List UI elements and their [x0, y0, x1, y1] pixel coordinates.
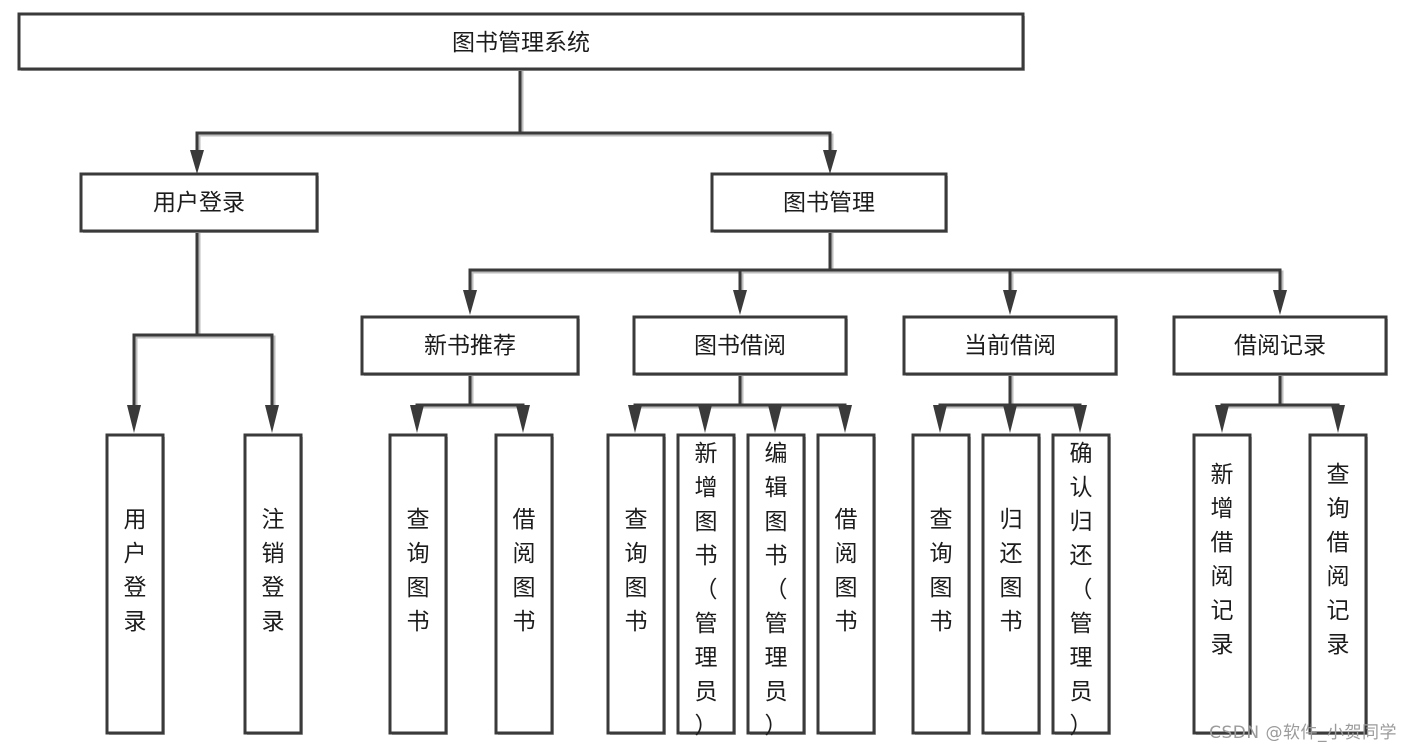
node-leaf-add-book[interactable]: 新增图书（管理员）: [676, 433, 736, 739]
node-label-leaf-add-book: 新增图书（管理员）: [695, 441, 718, 739]
node-current-borrow[interactable]: 当前借阅: [902, 315, 1118, 376]
node-label-leaf-return-book: 归还图书: [1000, 507, 1023, 635]
node-leaf-query-book-3[interactable]: 查询图书: [911, 433, 971, 735]
connector-current-borrow-to-leaves: [933, 372, 1087, 433]
arrow-head-icon: [628, 405, 642, 433]
connector-root-to-level2: [190, 67, 837, 174]
arrow-head-icon: [823, 150, 837, 174]
arrow-head-icon: [698, 405, 712, 433]
node-leaf-query-record[interactable]: 查询借阅记录: [1308, 433, 1368, 735]
node-leaf-logout-login[interactable]: 注销登录: [243, 433, 303, 735]
node-leaf-query-book-2[interactable]: 查询图书: [606, 433, 666, 735]
node-leaf-borrow-book-1[interactable]: 借阅图书: [494, 433, 554, 735]
node-label-leaf-borrow-book-1: 借阅图书: [513, 507, 536, 635]
node-label-new-book-recommend: 新书推荐: [424, 333, 516, 359]
connector-new-book-recommend-to-leaves: [410, 372, 530, 433]
node-label-leaf-user-login: 用户登录: [124, 507, 147, 635]
node-label-book-management: 图书管理: [783, 190, 875, 216]
arrow-head-icon: [1073, 405, 1087, 433]
arrow-head-icon: [410, 405, 424, 433]
arrow-head-icon: [463, 290, 477, 315]
connector-book-borrow-to-leaves: [628, 372, 852, 433]
arrow-head-icon: [1273, 290, 1287, 315]
node-label-leaf-edit-book: 编辑图书（管理员）: [765, 441, 788, 739]
arrow-head-icon: [516, 405, 530, 433]
node-root-system[interactable]: 图书管理系统: [17, 12, 1025, 71]
node-label-leaf-add-record: 新增借阅记录: [1211, 462, 1234, 658]
node-borrow-record[interactable]: 借阅记录: [1172, 315, 1388, 376]
node-leaf-return-book[interactable]: 归还图书: [981, 433, 1041, 735]
arrow-head-icon: [768, 405, 782, 433]
node-label-leaf-borrow-book-2: 借阅图书: [835, 507, 858, 635]
connector-layer: [127, 67, 1345, 433]
connector-user-login-to-leaves: [127, 230, 279, 433]
node-label-leaf-logout-login: 注销登录: [262, 507, 285, 635]
node-label-user-login: 用户登录: [153, 190, 245, 216]
node-label-book-borrow: 图书借阅: [694, 333, 786, 359]
node-book-management[interactable]: 图书管理: [710, 172, 948, 233]
node-label-current-borrow: 当前借阅: [964, 333, 1056, 359]
node-user-login[interactable]: 用户登录: [79, 172, 319, 233]
node-label-leaf-query-book-3: 查询图书: [930, 507, 953, 635]
node-new-book-recommend[interactable]: 新书推荐: [360, 315, 580, 376]
node-label-leaf-query-book-1: 查询图书: [407, 507, 430, 635]
arrow-head-icon: [1215, 405, 1229, 433]
connector-book-management-to-level3: [463, 230, 1287, 315]
arrow-head-icon: [265, 405, 279, 433]
node-label-leaf-query-record: 查询借阅记录: [1327, 462, 1350, 658]
arrow-head-icon: [838, 405, 852, 433]
arrow-head-icon: [1331, 405, 1345, 433]
node-book-borrow[interactable]: 图书借阅: [632, 315, 848, 376]
node-leaf-edit-book[interactable]: 编辑图书（管理员）: [746, 433, 806, 739]
node-label-root: 图书管理系统: [452, 30, 590, 56]
arrow-head-icon: [127, 405, 141, 433]
arrow-head-icon: [933, 405, 947, 433]
node-label-leaf-query-book-2: 查询图书: [625, 507, 648, 635]
node-leaf-add-record[interactable]: 新增借阅记录: [1192, 433, 1252, 735]
node-leaf-user-login[interactable]: 用户登录: [105, 433, 165, 735]
connector-borrow-record-to-leaves: [1215, 372, 1345, 433]
arrow-head-icon: [1003, 290, 1017, 315]
node-leaf-query-book-1[interactable]: 查询图书: [388, 433, 448, 735]
node-label-leaf-confirm-return: 确认归还（管理员）: [1070, 441, 1093, 739]
arrow-head-icon: [733, 290, 747, 315]
node-leaf-confirm-return[interactable]: 确认归还（管理员）: [1051, 433, 1111, 739]
arrow-head-icon: [190, 150, 204, 174]
arrow-head-icon: [1003, 405, 1017, 433]
node-leaf-borrow-book-2[interactable]: 借阅图书: [816, 433, 876, 735]
node-label-borrow-record: 借阅记录: [1234, 333, 1326, 359]
